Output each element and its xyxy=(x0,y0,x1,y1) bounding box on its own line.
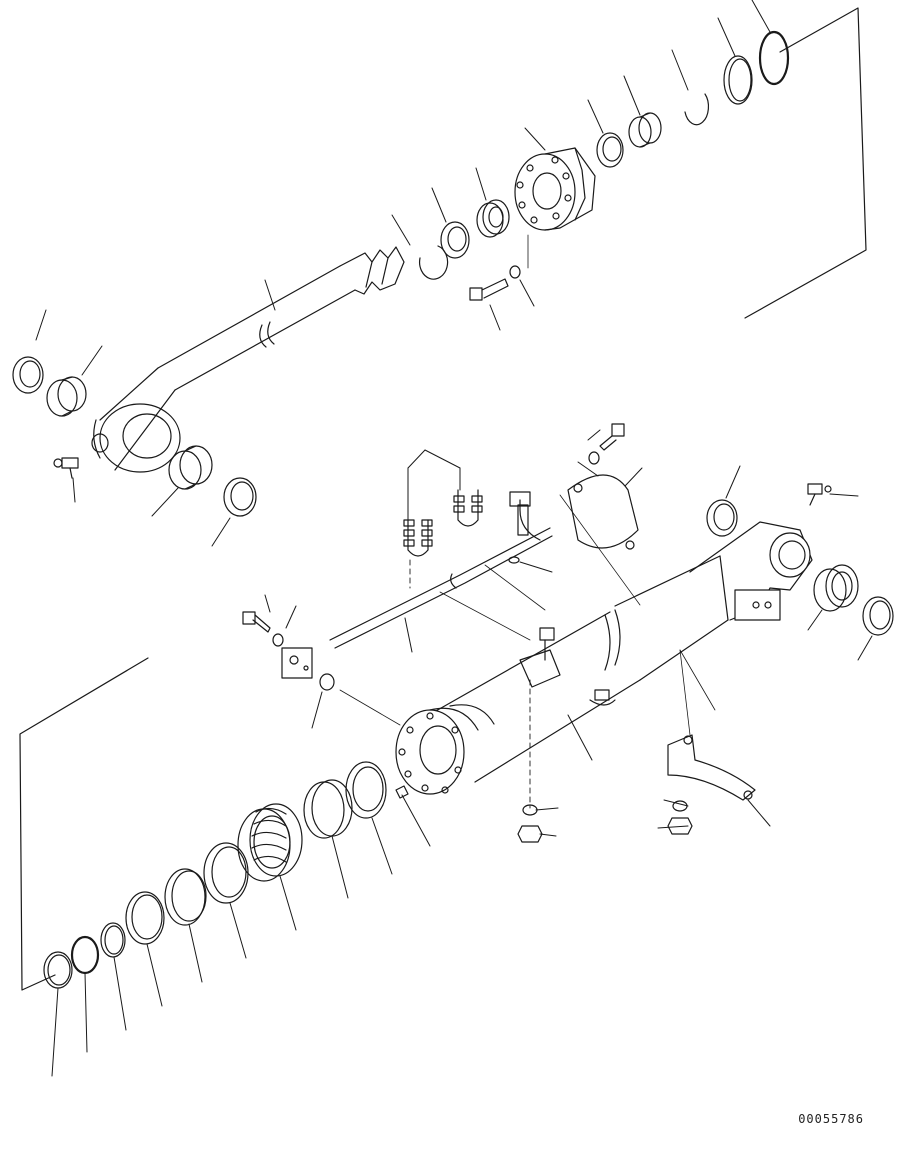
flange-bolt xyxy=(242,611,271,633)
tube-seal-ring-right xyxy=(862,596,894,636)
set-screw xyxy=(395,785,409,799)
head-seal-inner xyxy=(596,132,624,168)
pipe-bracket-upper xyxy=(567,474,639,550)
frame-outline-upper xyxy=(744,7,867,319)
piston-small-ring xyxy=(100,922,126,958)
tube-seal-ring-top xyxy=(706,499,738,537)
cylinder-tube xyxy=(395,555,729,795)
pipe-bracket-lower xyxy=(667,734,756,801)
flange-o-ring xyxy=(319,673,335,691)
u-bolt-clamp-right xyxy=(453,489,483,527)
frame-outline-lower xyxy=(19,657,149,991)
grease-fitting-rod xyxy=(53,457,79,479)
upper-leader-lines xyxy=(35,0,771,547)
u-bolt-clamp-left xyxy=(403,519,433,557)
cylinder-head xyxy=(514,147,596,231)
bracket-washer-upper xyxy=(588,451,600,465)
head-o-ring xyxy=(758,30,790,86)
rod-bushing-left xyxy=(46,376,87,417)
rod-seal-ring-right xyxy=(223,477,257,517)
piston-rod xyxy=(91,246,405,473)
head-wear-ring xyxy=(628,112,662,148)
head-backup-ring xyxy=(723,55,753,105)
bracket-nut-right xyxy=(667,817,693,835)
drawing-reference-number: 00055786 xyxy=(798,1112,864,1126)
assembly-solid-lines xyxy=(339,494,716,736)
hose-assembly xyxy=(508,491,541,564)
pipe-flange-block xyxy=(281,647,313,679)
rod-seal-ring-left xyxy=(12,356,44,394)
piston-o-ring xyxy=(70,935,100,975)
tube-clamp xyxy=(519,627,616,706)
piston-wear-ring-upper xyxy=(303,779,353,839)
rod-bushing-right xyxy=(168,445,213,490)
piston-backup-ring xyxy=(125,891,165,945)
flange-washer xyxy=(272,633,284,647)
piston-end-ring xyxy=(43,951,73,989)
piston-nut-ring xyxy=(345,761,387,819)
tube-bottom-clevis xyxy=(689,521,813,621)
head-bushing xyxy=(476,199,510,238)
assembly-dashed-lines xyxy=(409,559,531,809)
piston-wear-ring-lower xyxy=(164,868,207,926)
head-lock-washer xyxy=(509,265,521,279)
bracket-bolt-upper xyxy=(599,423,625,451)
head-seal-ring xyxy=(440,221,470,259)
tube-bushing xyxy=(813,564,859,612)
grease-fitting-tube xyxy=(807,483,832,506)
lower-leader-lines xyxy=(51,429,873,1077)
head-mounting-bolt xyxy=(469,278,509,301)
piston-seal-ring xyxy=(203,842,249,904)
hydraulic-pipe xyxy=(329,527,553,649)
piston xyxy=(237,803,303,882)
bracket-nut-center xyxy=(517,825,543,843)
head-snap-ring xyxy=(684,93,710,126)
